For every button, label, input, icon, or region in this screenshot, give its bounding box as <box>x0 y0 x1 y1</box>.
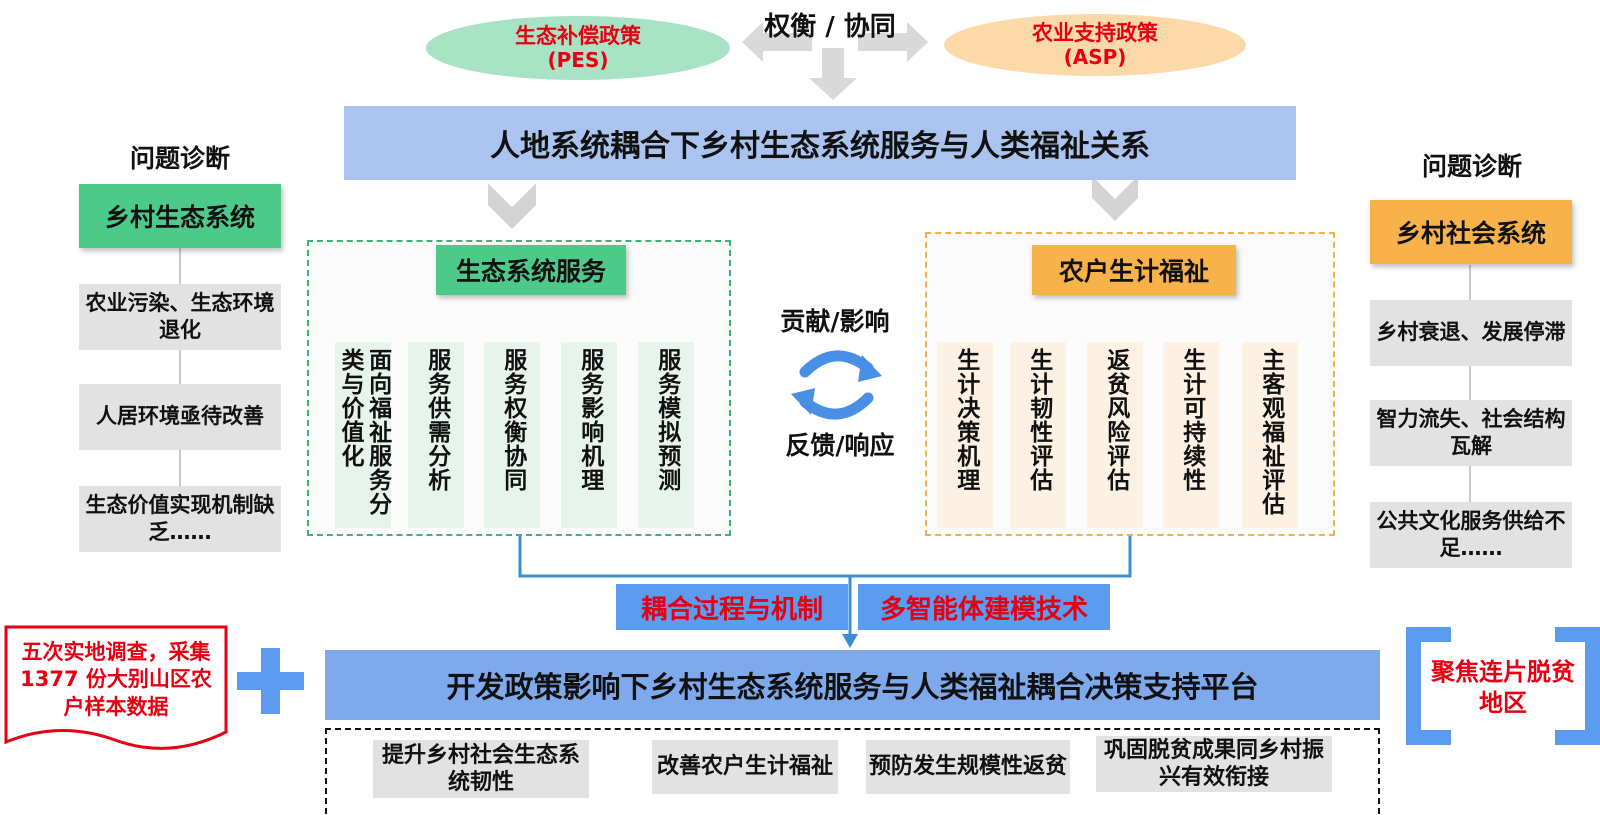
multi-agent-modeling-label: 多智能体建模技术 <box>858 584 1110 630</box>
es-item-1: 面向福祉服务分类与价值化 <box>335 342 391 528</box>
plus-icon <box>237 648 304 714</box>
main-title-banner: 人地系统耦合下乡村生态系统服务与人类福祉关系 <box>344 106 1296 180</box>
goal-1: 提升乡村社会生态系统韧性 <box>373 740 589 798</box>
right-diagnosis-title: 问题诊断 <box>1421 152 1522 181</box>
tradeoff-down-arrow <box>809 48 857 100</box>
pes-title: 生态补偿政策 <box>515 24 641 49</box>
asp-abbr: (ASP) <box>1063 44 1127 69</box>
recycle-icon <box>791 350 882 420</box>
right-problem-2: 智力流失、社会结构瓦解 <box>1370 400 1572 466</box>
lw-item-1: 生计决策机理 <box>937 342 993 528</box>
survey-document-shape <box>4 625 228 750</box>
tradeoff-left-arrow <box>742 22 812 62</box>
focus-bracket-icon <box>1406 627 1600 745</box>
es-item-5: 服务模拟预测 <box>638 342 694 528</box>
left-problem-2: 人居环境亟待改善 <box>79 384 281 450</box>
goal-2: 改善农户生计福祉 <box>652 740 838 794</box>
decision-support-platform: 开发政策影响下乡村生态系统服务与人类福祉耦合决策支持平台 <box>325 650 1380 720</box>
ecosystem-services-title: 生态系统服务 <box>436 245 626 295</box>
feedback-label: 反馈/响应 <box>785 431 895 460</box>
es-item-2: 服务供需分析 <box>408 342 464 528</box>
es-item-4: 服务影响机理 <box>561 342 617 528</box>
pes-abbr: (PES) <box>547 47 609 72</box>
rural-social-system-label: 乡村社会系统 <box>1370 200 1572 264</box>
es-item-3: 服务权衡协同 <box>484 342 540 528</box>
contribution-label: 贡献/影响 <box>780 307 890 336</box>
survey-text: 五次实地调查，采集1377 份大别山区农户样本数据 <box>20 640 212 719</box>
lw-item-5: 主客观福祉评估 <box>1242 342 1298 528</box>
left-problem-3: 生态价值实现机制缺乏…… <box>79 486 281 552</box>
goal-3: 预防发生规模性返贫 <box>866 740 1070 794</box>
lw-item-2: 生计韧性评估 <box>1010 342 1066 528</box>
livelihood-title: 农户生计福祉 <box>1032 245 1236 295</box>
asp-title: 农业支持政策 <box>1032 21 1158 46</box>
tradeoff-right-arrow <box>858 22 928 62</box>
right-problem-1: 乡村衰退、发展停滞 <box>1370 300 1572 366</box>
tradeoff-label: 权衡 / 协同 <box>764 11 896 42</box>
chevron-left <box>488 183 536 229</box>
left-problem-1: 农业污染、生态环境退化 <box>79 284 281 350</box>
platform-down-arrow <box>842 634 858 648</box>
goals-panel <box>325 728 1380 814</box>
pes-ellipse: 生态补偿政策 (PES) <box>426 16 730 80</box>
chevron-right <box>1092 176 1138 221</box>
coupling-mechanism-label: 耦合过程与机制 <box>616 584 848 630</box>
right-problem-3: 公共文化服务供给不足…… <box>1370 502 1572 568</box>
lw-item-4: 生计可持续性 <box>1163 342 1219 528</box>
asp-ellipse: 农业支持政策 (ASP) <box>944 14 1246 76</box>
rural-ecosystem-label: 乡村生态系统 <box>79 184 281 248</box>
lw-item-3: 返贫风险评估 <box>1087 342 1143 528</box>
focus-text: 聚焦连片脱贫地区 <box>1431 657 1575 717</box>
left-diagnosis-title: 问题诊断 <box>129 144 230 173</box>
goal-4: 巩固脱贫成果同乡村振兴有效衔接 <box>1096 736 1332 792</box>
